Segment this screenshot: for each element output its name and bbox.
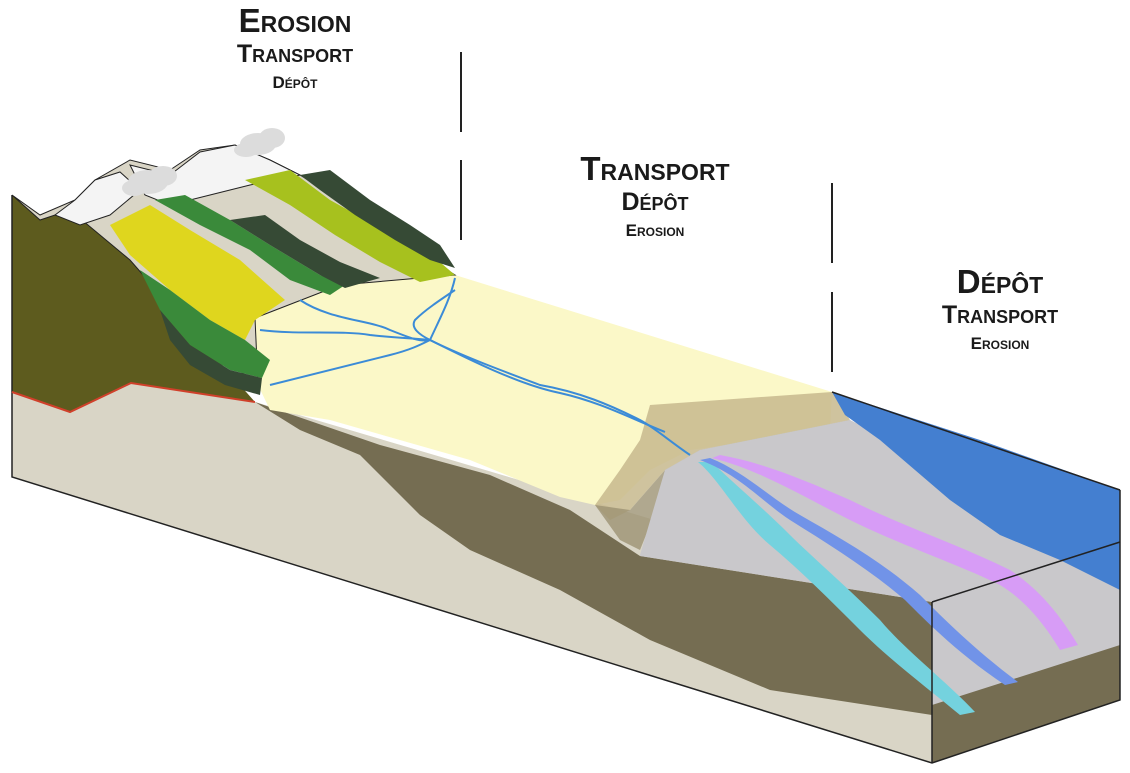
band-yellow [110,205,285,340]
escarpment-slope [595,392,850,520]
zone-middle-tertiary: Erosion [625,220,685,240]
submarine-channels [698,455,1078,715]
right-face [932,542,1120,763]
zone-label-middle: Transport Dépôt Erosion [525,150,785,240]
ocean [832,392,1120,590]
block-outline [11,195,1121,764]
zone-upstream-tertiary: Dépôt [272,72,318,92]
zone-upstream-secondary: Transport [236,39,354,68]
band-dark-upper [230,215,380,288]
river-tributary-2 [259,329,431,341]
band-dark-lower [160,310,262,395]
cloud-icon [234,128,285,157]
front-dark-stratum [255,402,932,715]
channel-blue [700,458,1018,685]
channel-cyan [698,462,975,715]
zone-downstream-secondary: Transport [941,300,1059,329]
band-green-upper [155,195,345,295]
zone-middle-secondary: Dépôt [621,187,689,216]
band-dark-right [300,170,455,268]
river-braid [429,339,666,433]
river-network [259,277,691,456]
right-face-dark [932,645,1120,763]
cloud-icon [122,166,177,196]
zone-downstream-tertiary: Erosion [970,333,1030,353]
front-light-stratum [12,383,932,763]
red-contact-line [11,381,256,414]
zone-downstream-primary: Dépôt [956,263,1044,300]
river-upper [412,289,456,341]
zone-label-downstream: Dépôt Transport Erosion [900,263,1100,353]
river-tributary-3 [269,339,431,386]
band-green-lower [140,270,270,378]
zone-dividers [460,52,833,372]
mountain-range [11,144,457,412]
zone-label-upstream: Erosion Transport Dépôt [180,2,410,92]
zone-middle-primary: Transport [580,150,730,187]
right-face-light [932,542,1120,710]
zone-upstream-primary: Erosion [238,2,352,39]
band-lime [245,170,455,282]
